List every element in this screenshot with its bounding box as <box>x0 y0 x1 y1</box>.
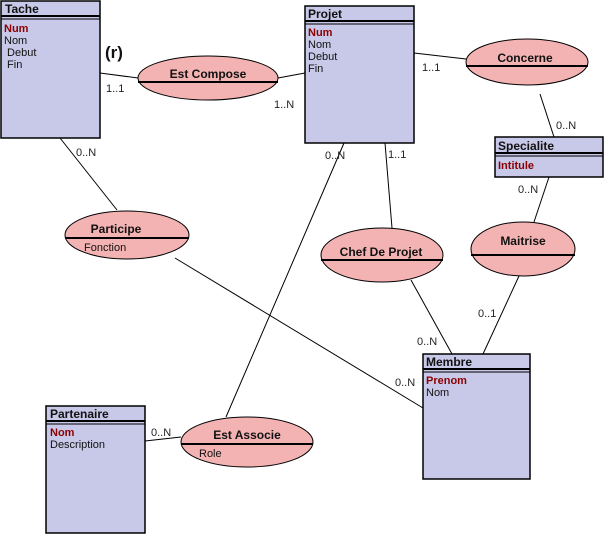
entity-tache[interactable]: Tache Num Nom Debut Fin <box>0 0 101 139</box>
card-tache-participe: 0..N <box>76 147 96 159</box>
relationship-concerne-title: Concerne <box>497 51 553 65</box>
card-projet-est-associe: 0..N <box>325 150 345 162</box>
entity-specialite-key: Intitule <box>498 160 534 172</box>
line-partenaire-est-associe <box>144 436 182 442</box>
entity-tache-attr: Nom <box>4 35 27 47</box>
relationship-chef-de-projet-title: Chef De Projet <box>340 245 423 259</box>
card-projet-concerne: 1..1 <box>422 62 440 74</box>
entity-partenaire-key: Nom <box>50 427 75 439</box>
entity-tache-key: Num <box>4 23 29 35</box>
card-projet-est-compose: 1..N <box>274 99 294 111</box>
relationship-est-associe-title: Est Associe <box>213 428 281 442</box>
entity-projet[interactable]: Projet Num Nom Debut Fin <box>304 5 415 144</box>
relationship-est-associe-attr: Role <box>199 448 222 460</box>
entity-tache-title: Tache <box>5 2 39 16</box>
entity-projet-key: Num <box>308 27 333 39</box>
line-tache-participe <box>59 137 118 211</box>
relationship-est-compose[interactable]: Est Compose <box>137 55 279 101</box>
entity-tache-attr: Debut <box>4 47 36 59</box>
line-projet-chef <box>384 142 393 229</box>
entity-projet-title: Projet <box>308 7 342 21</box>
entity-membre-key: Prenom <box>426 375 467 387</box>
card-specialite-maitrise: 0..N <box>518 184 538 196</box>
entity-specialite[interactable]: Specialite Intitule <box>494 136 604 178</box>
reflexive-marker: (r) <box>105 43 123 62</box>
card-membre-participe: 0..N <box>395 377 415 389</box>
card-specialite-concerne: 0..N <box>556 120 576 132</box>
line-projet-est-associe <box>225 142 345 418</box>
entity-membre[interactable]: Membre Prenom Nom <box>422 353 531 480</box>
entity-membre-title: Membre <box>426 355 472 369</box>
relationship-maitrise-title: Maitrise <box>500 234 546 248</box>
relationship-maitrise[interactable]: Maitrise <box>470 221 576 277</box>
line-concerne-specialite <box>539 93 555 138</box>
relationship-participe[interactable]: Participe Fonction <box>64 210 190 260</box>
cardinality-labels: 1..1 1..N 1..1 0..N 0..N 0..N 0..N 1..1 … <box>76 62 576 439</box>
entity-partenaire-title: Partenaire <box>50 407 109 421</box>
entity-membre-attr: Nom <box>426 387 449 399</box>
entity-specialite-title: Specialite <box>498 139 554 153</box>
line-specialite-maitrise <box>533 176 550 223</box>
line-participe-membre <box>174 257 424 409</box>
card-membre-chef: 0..N <box>417 336 437 348</box>
relationship-participe-title: Participe <box>91 222 142 236</box>
line-projet-concerne <box>413 52 467 60</box>
entity-partenaire-attr: Description <box>50 439 105 451</box>
line-chef-membre <box>410 279 453 355</box>
entity-tache-attr: Fin <box>4 59 22 71</box>
entity-projet-attr: Fin <box>308 63 323 75</box>
line-est-compose-projet <box>277 72 306 79</box>
card-tache-est-compose: 1..1 <box>106 83 124 95</box>
relationship-chef-de-projet[interactable]: Chef De Projet <box>320 227 444 283</box>
line-maitrise-membre <box>482 275 520 355</box>
card-membre-maitrise: 0..1 <box>478 308 496 320</box>
relationship-est-compose-title: Est Compose <box>170 67 247 81</box>
entity-projet-attr: Nom <box>308 39 331 51</box>
relationship-concerne[interactable]: Concerne <box>465 38 589 86</box>
line-tache-est-compose <box>99 72 139 79</box>
card-projet-chef: 1..1 <box>388 149 406 161</box>
entity-projet-attr: Debut <box>308 51 337 63</box>
connectors <box>59 52 555 442</box>
relationship-participe-attr: Fonction <box>84 242 126 254</box>
entity-partenaire[interactable]: Partenaire Nom Description <box>45 405 146 534</box>
relationship-est-associe[interactable]: Est Associe Role <box>180 416 314 468</box>
card-partenaire-est-associe: 0..N <box>151 427 171 439</box>
